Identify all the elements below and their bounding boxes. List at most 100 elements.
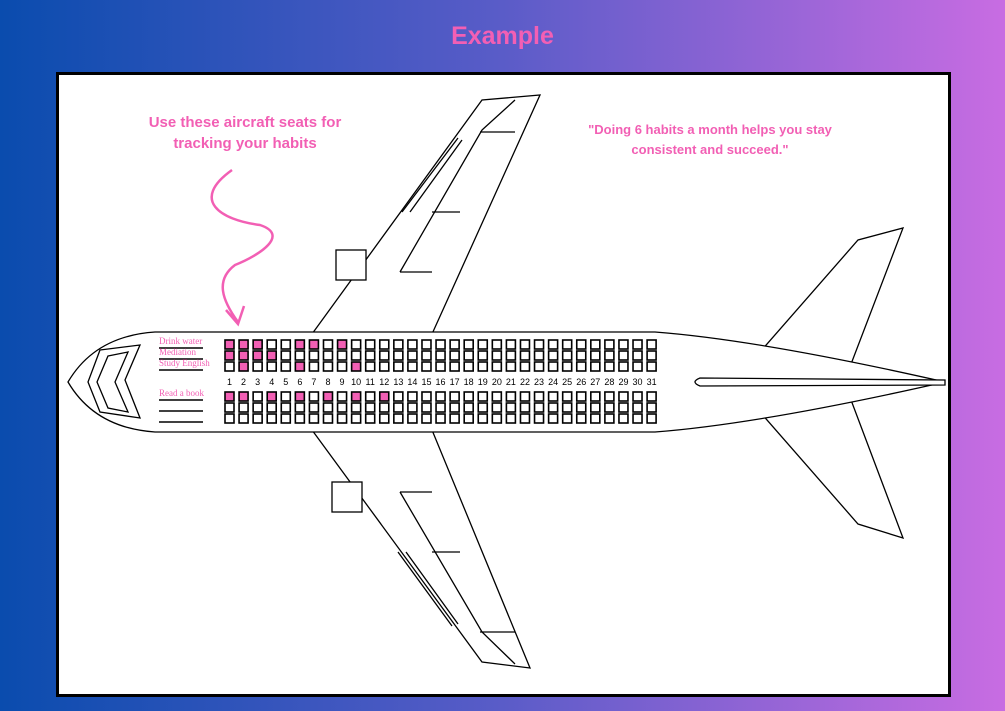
seat-checkbox[interactable] xyxy=(618,339,629,350)
seat-checkbox[interactable] xyxy=(421,402,432,413)
seat-checkbox[interactable] xyxy=(308,350,320,361)
seat-checkbox[interactable] xyxy=(491,413,503,424)
seat-checkbox[interactable] xyxy=(350,361,362,372)
seat-checkbox[interactable] xyxy=(575,402,587,413)
seat-checkbox[interactable] xyxy=(477,413,489,424)
seat-checkbox[interactable] xyxy=(533,413,545,424)
seat-checkbox[interactable] xyxy=(477,339,489,350)
seat-checkbox[interactable] xyxy=(350,402,362,413)
seat-checkbox[interactable] xyxy=(463,361,474,372)
seat-checkbox[interactable] xyxy=(449,402,460,413)
seat-checkbox[interactable] xyxy=(336,339,348,350)
seat-checkbox[interactable] xyxy=(632,391,643,402)
seat-checkbox[interactable] xyxy=(336,413,348,424)
seat-checkbox[interactable] xyxy=(547,350,559,361)
seat-checkbox[interactable] xyxy=(618,350,629,361)
seat-checkbox[interactable] xyxy=(266,339,278,350)
seat-checkbox[interactable] xyxy=(224,413,235,424)
seat-checkbox[interactable] xyxy=(519,350,531,361)
seat-checkbox[interactable] xyxy=(533,339,545,350)
seat-checkbox[interactable] xyxy=(435,402,446,413)
seat-checkbox[interactable] xyxy=(646,339,657,350)
seat-checkbox[interactable] xyxy=(294,391,306,402)
seat-checkbox[interactable] xyxy=(322,361,334,372)
seat-checkbox[interactable] xyxy=(604,350,615,361)
seat-checkbox[interactable] xyxy=(393,413,404,424)
seat-checkbox[interactable] xyxy=(364,339,376,350)
seat-checkbox[interactable] xyxy=(266,350,278,361)
seat-checkbox[interactable] xyxy=(632,402,643,413)
seat-checkbox[interactable] xyxy=(477,361,489,372)
seat-checkbox[interactable] xyxy=(364,413,376,424)
seat-checkbox[interactable] xyxy=(252,402,263,413)
seat-checkbox[interactable] xyxy=(491,339,503,350)
seat-checkbox[interactable] xyxy=(519,413,531,424)
seat-checkbox[interactable] xyxy=(322,350,334,361)
seat-checkbox[interactable] xyxy=(280,350,292,361)
seat-checkbox[interactable] xyxy=(393,391,404,402)
seat-checkbox[interactable] xyxy=(308,339,320,350)
seat-checkbox[interactable] xyxy=(547,402,559,413)
seat-checkbox[interactable] xyxy=(604,391,615,402)
seat-checkbox[interactable] xyxy=(266,413,278,424)
seat-checkbox[interactable] xyxy=(618,391,629,402)
seat-checkbox[interactable] xyxy=(646,413,657,424)
seat-checkbox[interactable] xyxy=(378,391,390,402)
seat-checkbox[interactable] xyxy=(505,413,517,424)
seat-checkbox[interactable] xyxy=(224,339,235,350)
seat-checkbox[interactable] xyxy=(364,391,376,402)
seat-checkbox[interactable] xyxy=(378,361,390,372)
seat-checkbox[interactable] xyxy=(519,339,531,350)
seat-checkbox[interactable] xyxy=(280,339,292,350)
seat-checkbox[interactable] xyxy=(336,361,348,372)
seat-checkbox[interactable] xyxy=(505,391,517,402)
seat-checkbox[interactable] xyxy=(252,391,263,402)
seat-checkbox[interactable] xyxy=(407,339,418,350)
seat-checkbox[interactable] xyxy=(393,361,404,372)
seat-checkbox[interactable] xyxy=(575,350,587,361)
seat-checkbox[interactable] xyxy=(322,339,334,350)
seat-checkbox[interactable] xyxy=(435,391,446,402)
seat-checkbox[interactable] xyxy=(449,339,460,350)
seat-checkbox[interactable] xyxy=(252,413,263,424)
seat-checkbox[interactable] xyxy=(646,350,657,361)
seat-checkbox[interactable] xyxy=(435,350,446,361)
seat-checkbox[interactable] xyxy=(561,350,573,361)
seat-checkbox[interactable] xyxy=(308,361,320,372)
seat-checkbox[interactable] xyxy=(238,413,249,424)
seat-checkbox[interactable] xyxy=(435,361,446,372)
seat-checkbox[interactable] xyxy=(477,391,489,402)
seat-checkbox[interactable] xyxy=(407,350,418,361)
seat-checkbox[interactable] xyxy=(364,361,376,372)
seat-checkbox[interactable] xyxy=(632,413,643,424)
seat-checkbox[interactable] xyxy=(618,402,629,413)
seat-checkbox[interactable] xyxy=(364,350,376,361)
seat-checkbox[interactable] xyxy=(407,391,418,402)
seat-checkbox[interactable] xyxy=(505,350,517,361)
seat-checkbox[interactable] xyxy=(435,339,446,350)
seat-checkbox[interactable] xyxy=(561,391,573,402)
seat-checkbox[interactable] xyxy=(280,402,292,413)
seat-checkbox[interactable] xyxy=(308,391,320,402)
seat-checkbox[interactable] xyxy=(449,350,460,361)
seat-checkbox[interactable] xyxy=(393,339,404,350)
seat-checkbox[interactable] xyxy=(336,350,348,361)
seat-checkbox[interactable] xyxy=(604,339,615,350)
seat-checkbox[interactable] xyxy=(618,361,629,372)
seat-checkbox[interactable] xyxy=(575,361,587,372)
seat-checkbox[interactable] xyxy=(604,361,615,372)
seat-checkbox[interactable] xyxy=(463,391,474,402)
seat-checkbox[interactable] xyxy=(350,413,362,424)
seat-checkbox[interactable] xyxy=(449,361,460,372)
seat-checkbox[interactable] xyxy=(224,350,235,361)
seat-checkbox[interactable] xyxy=(322,413,334,424)
seat-checkbox[interactable] xyxy=(561,339,573,350)
seat-checkbox[interactable] xyxy=(280,413,292,424)
seat-checkbox[interactable] xyxy=(533,402,545,413)
seat-checkbox[interactable] xyxy=(590,413,601,424)
seat-checkbox[interactable] xyxy=(280,361,292,372)
seat-checkbox[interactable] xyxy=(308,402,320,413)
seat-checkbox[interactable] xyxy=(449,413,460,424)
seat-checkbox[interactable] xyxy=(590,361,601,372)
seat-checkbox[interactable] xyxy=(590,350,601,361)
